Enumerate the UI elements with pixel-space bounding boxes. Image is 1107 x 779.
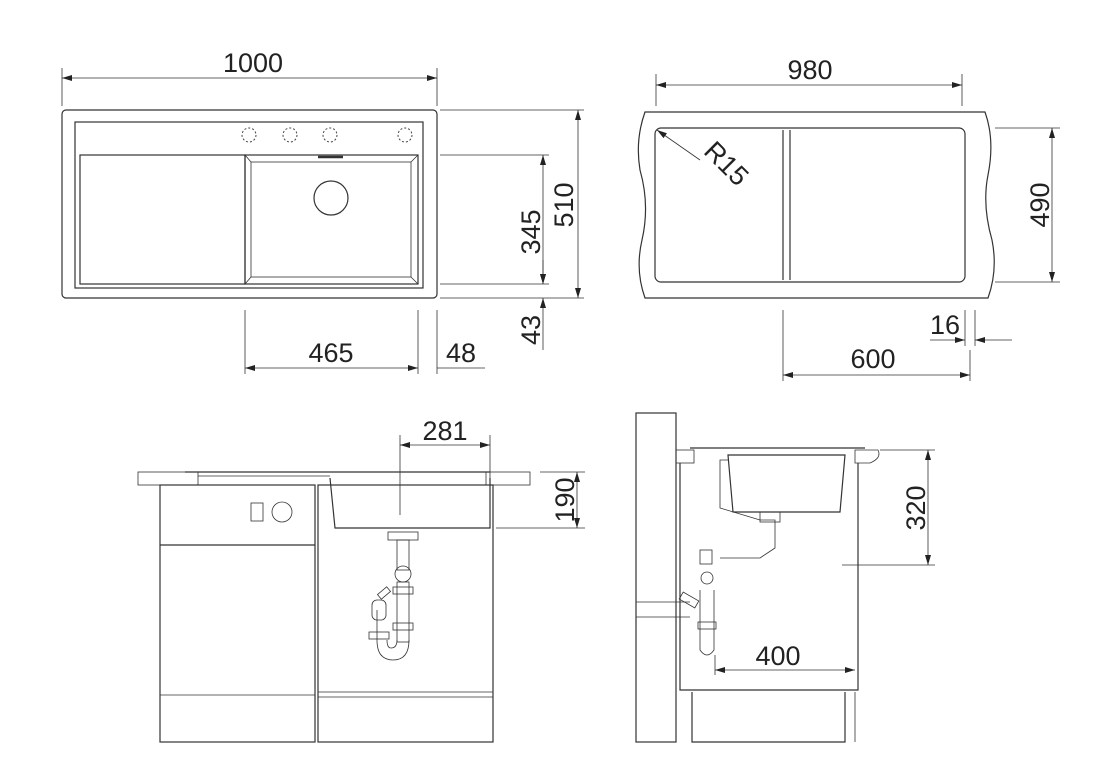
dim-cutout-depth: 490 xyxy=(1025,182,1055,227)
side-view: 320 400 xyxy=(635,412,935,743)
sink-cabinet xyxy=(317,484,494,743)
bowl-section xyxy=(329,477,491,529)
top-view: 1000 510 345 43 465 48 xyxy=(61,48,584,374)
dim-bowl-width: 465 xyxy=(308,338,353,368)
bowl xyxy=(244,154,419,285)
cutout-view: R15 980 490 16 600 xyxy=(637,55,1060,381)
dim-bowl-center: 281 xyxy=(422,416,467,446)
dim-bowl-height: 190 xyxy=(550,477,580,522)
cabinet xyxy=(679,463,859,691)
dim-bowl-cutout: 600 xyxy=(850,344,895,374)
dim-width: 1000 xyxy=(223,48,283,78)
drain-icon xyxy=(313,180,349,216)
dim-depth: 510 xyxy=(549,182,579,227)
drainer xyxy=(79,154,246,285)
dim-side-margin: 48 xyxy=(446,338,476,368)
bowl-section xyxy=(727,454,846,513)
dim-offset: 16 xyxy=(930,310,960,340)
dim-cutout-width: 980 xyxy=(787,55,832,85)
siphon-icon xyxy=(368,531,419,661)
dim-wall-distance: 400 xyxy=(755,641,800,671)
tap-holes xyxy=(241,127,413,143)
dim-radius: R15 xyxy=(698,136,754,192)
front-view: 281 190 xyxy=(137,416,585,743)
dim-bowl-depth: 345 xyxy=(516,209,546,254)
dim-height: 320 xyxy=(901,485,931,530)
dishwasher-cabinet xyxy=(159,484,316,743)
dim-rear-margin: 43 xyxy=(516,315,546,345)
wall xyxy=(635,412,677,743)
